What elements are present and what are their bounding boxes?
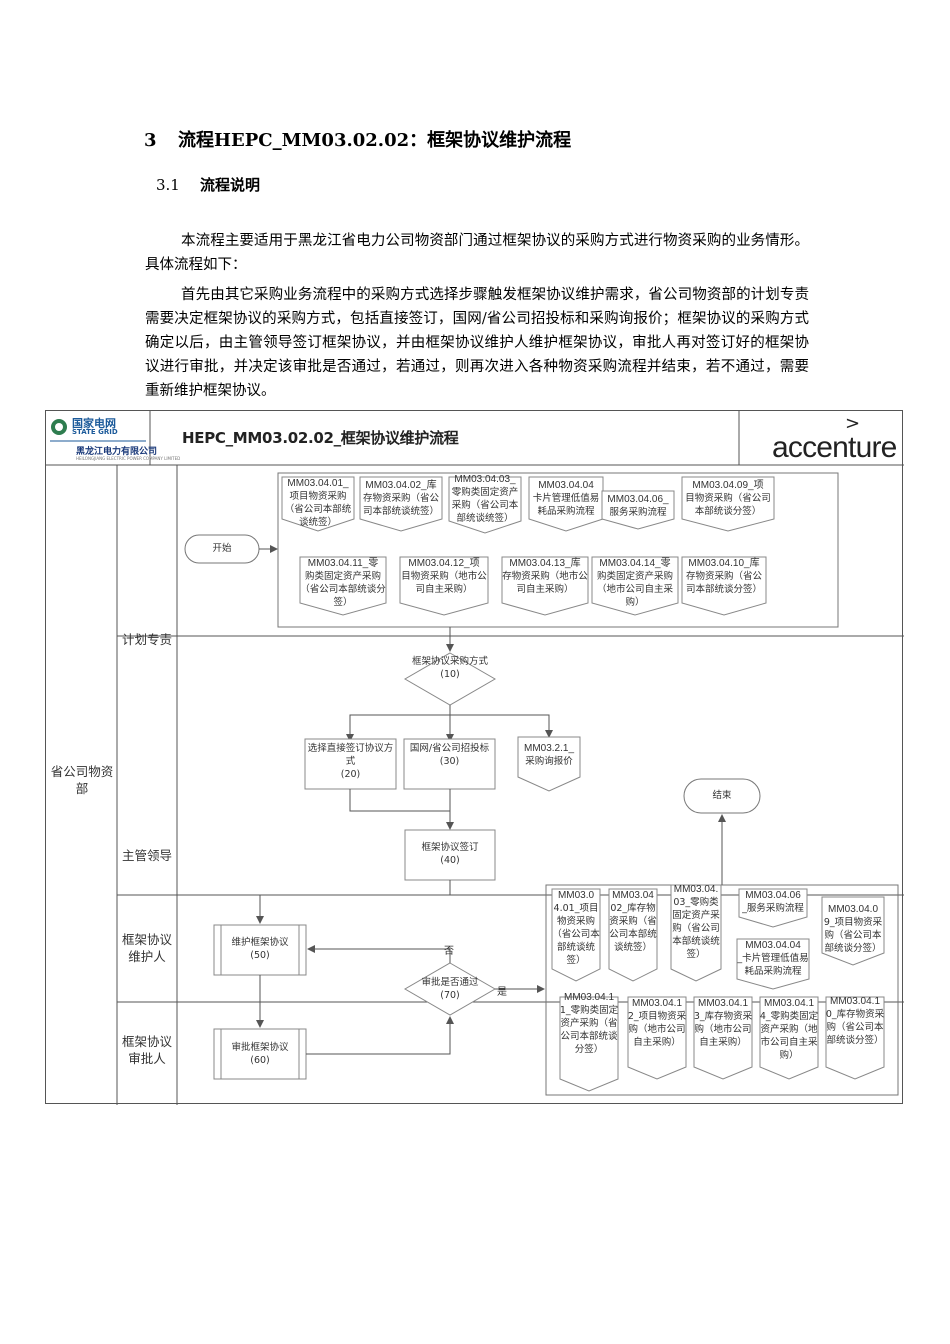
trigger-doc	[299, 556, 387, 616]
maintain-label: 维护框架协议(50)	[231, 937, 289, 961]
flowchart: 国家电网 STATE GRID 黑龙江电力有限公司 HEILONGJIANG E…	[45, 410, 904, 1105]
trigger-doc	[399, 556, 489, 616]
result-doc	[693, 996, 753, 1080]
trigger-item: MM03.04.06_服务采购流程	[607, 494, 669, 518]
sign-box	[404, 829, 496, 881]
section-title: 流程HEPC_MM03.02.02：框架协议维护流程	[178, 130, 572, 151]
lane-label-approver: 框架协议审批人	[121, 1034, 172, 1066]
approve-box	[213, 1028, 307, 1080]
option-tender-label: 国网/省公司招投标(30)	[409, 743, 490, 767]
accenture-mark-icon: >	[845, 413, 861, 434]
paragraph-scope: 本流程主要适用于黑龙江省电力公司物资部门通过框架协议的采购方式进行物资采购的业务…	[145, 233, 809, 273]
logo-cn-text: 国家电网	[72, 417, 116, 430]
decision-approved	[404, 962, 496, 1016]
result-doc	[559, 996, 619, 1092]
trigger-doc	[359, 476, 443, 532]
subsection-number: 3.1	[156, 176, 180, 194]
trigger-item: MM03.04.13_库存物资采购（地市公司自主采购）	[502, 558, 588, 595]
trigger-doc	[681, 556, 767, 616]
trigger-doc	[501, 556, 589, 616]
result-item: MM03.04.06_服务采购流程	[742, 890, 804, 914]
flowchart-canvas	[46, 411, 904, 1105]
trigger-item: MM03.04.10_库存物资采购（省公司本部统谈分签）	[685, 558, 762, 595]
sign-label: 框架协议签订(40)	[421, 842, 479, 866]
result-doc	[670, 884, 722, 982]
lane-label-planner: 计划专责	[121, 632, 172, 647]
trigger-item: MM03.04.14_零购类固定资产采购（地市公司自主采购）	[596, 558, 673, 608]
option-tender-box	[403, 738, 496, 790]
decision-approved-label: 审批是否通过(70)	[421, 977, 479, 1001]
subsection-title: 流程说明	[200, 176, 261, 194]
trigger-item: MM03.04.02_库存物资采购（省公司本部统谈统签）	[362, 480, 439, 517]
logo-company-text: 黑龙江电力有限公司	[76, 447, 158, 457]
end-terminator	[683, 778, 761, 814]
trigger-item: MM03.04.09_项目物资采购（省公司本部统谈分签）	[685, 480, 771, 517]
result-doc	[627, 996, 687, 1080]
logo-company-en-text: HEILONGJIANG ELECTRIC POWER COMPANY LIMI…	[76, 456, 181, 461]
trigger-item: MM03.04.12_项目物资采购（地市公司自主采购）	[401, 558, 487, 595]
trigger-item: MM03.04.01_项目物资采购（省公司本部统谈统签）	[284, 478, 352, 528]
result-doc	[759, 996, 819, 1080]
result-doc	[608, 888, 658, 982]
approve-label: 审批框架协议(60)	[231, 1042, 289, 1066]
start-label: 开始	[212, 543, 232, 554]
accenture-logo: accenture	[772, 431, 897, 464]
section-number: 3	[144, 130, 157, 151]
lane-label-leader: 主管领导	[121, 848, 172, 863]
option-inquiry-doc	[517, 736, 581, 792]
lane-label-maintainer: 框架协议维护人	[121, 932, 172, 964]
trigger-doc	[528, 476, 604, 532]
trigger-doc	[448, 476, 522, 534]
result-doc	[736, 938, 810, 990]
end-label: 结束	[712, 790, 732, 801]
result-item: MM03.04.04_卡片管理低值易耗品采购流程	[737, 940, 809, 977]
logo-en-text: STATE GRID	[72, 428, 118, 436]
no-branch-label: 否	[444, 946, 454, 957]
result-doc	[551, 888, 601, 982]
result-doc	[738, 888, 808, 928]
maintain-box	[213, 924, 307, 976]
decision-method-label: 框架协议采购方式(10)	[411, 656, 488, 680]
trigger-item: MM03.04.03_零购类固定资产采购（省公司本部统谈统签）	[451, 474, 519, 524]
option-direct-box	[304, 738, 397, 790]
trigger-group-box	[277, 472, 839, 628]
trigger-doc	[591, 556, 679, 616]
option-inquiry-label: MM03.2.1_采购询报价	[523, 743, 575, 767]
trigger-doc	[601, 490, 675, 530]
trigger-doc	[681, 476, 775, 532]
section-heading: 3 流程HEPC_MM03.02.02：框架协议维护流程	[144, 126, 571, 152]
subsection-heading: 3.1 流程说明	[156, 174, 260, 195]
option-direct-label: 选择直接签订协议方式(20)	[307, 743, 394, 780]
result-doc	[821, 896, 885, 966]
flowchart-title: HEPC_MM03.02.02_框架协议维护流程	[182, 429, 459, 447]
trigger-item: MM03.04.11_零购类固定资产采购（省公司本部统谈分签）	[300, 558, 386, 608]
result-doc	[825, 996, 885, 1080]
paragraph-process: 首先由其它采购业务流程中的采购方式选择步骤触发框架协议维护需求，省公司物资部的计…	[145, 287, 809, 399]
result-item: MM03.04.03_零购类固定资产采购（省公司本部统谈统签）	[672, 884, 720, 960]
yes-branch-label: 是	[497, 987, 507, 998]
org-lane-label: 省公司物资部	[50, 764, 114, 796]
trigger-doc	[281, 476, 355, 532]
